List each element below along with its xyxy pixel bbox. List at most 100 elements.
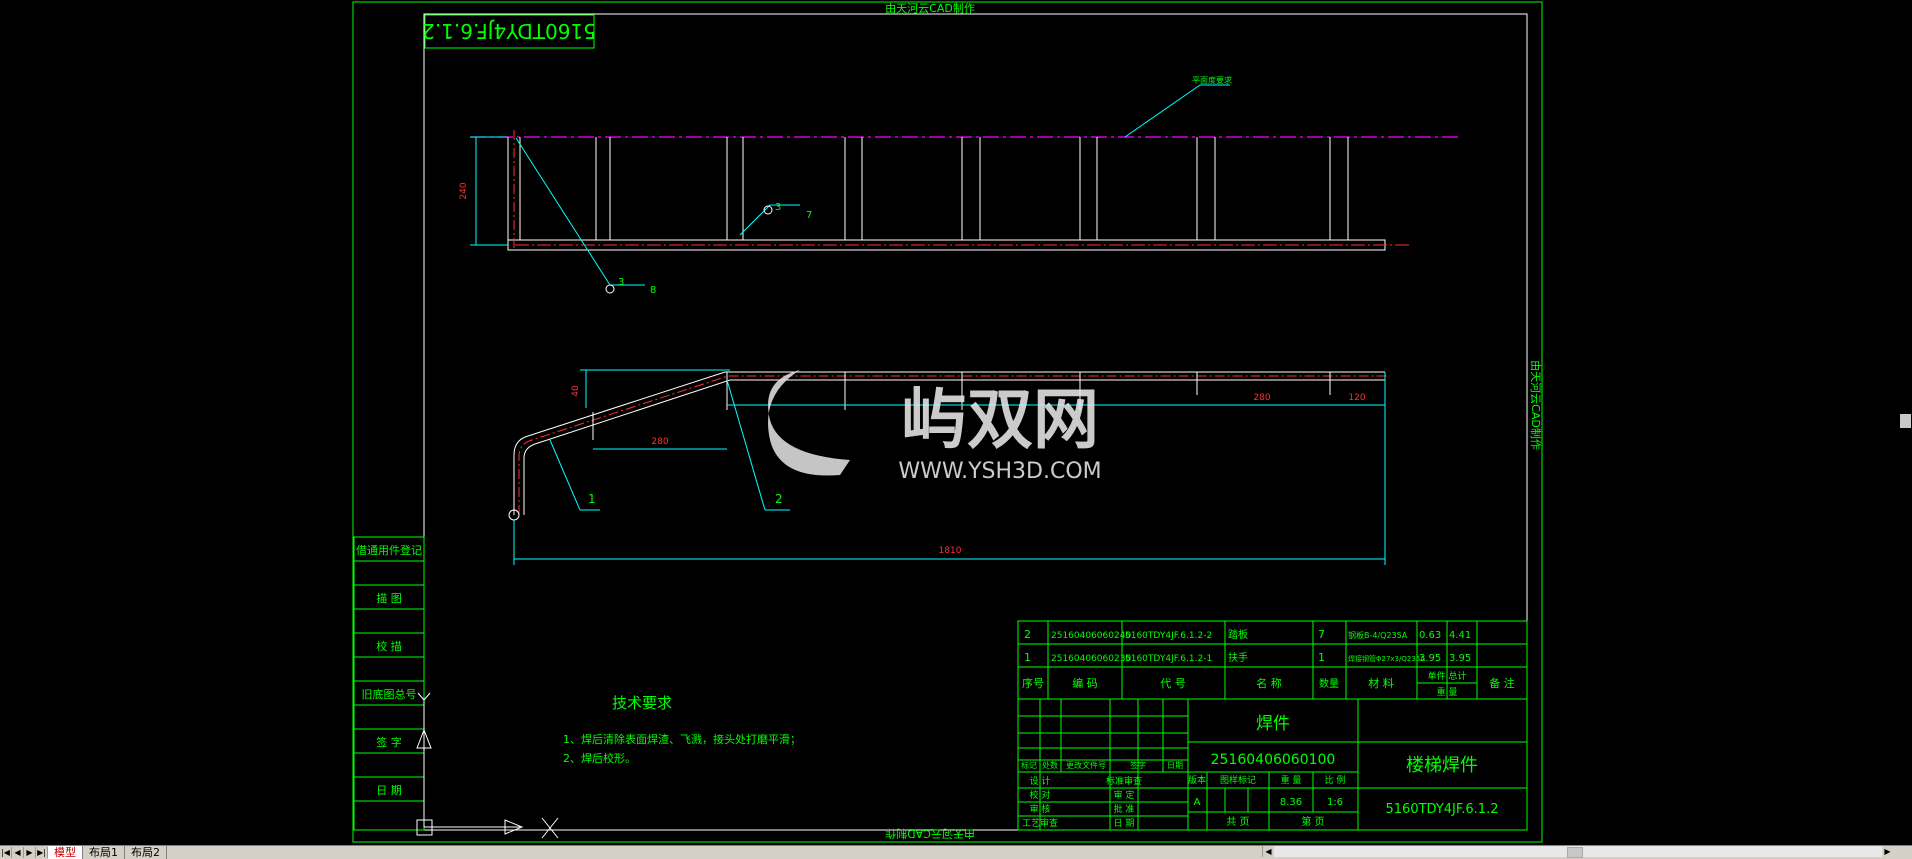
bom-row2-no: 1: [1024, 651, 1031, 664]
weld-a-size: 3: [775, 202, 781, 213]
part-type: 焊件: [1256, 714, 1290, 734]
sig-label-1: 设 计: [1030, 775, 1051, 787]
mirror-code-box: [424, 14, 595, 49]
dim-280-right: 280: [1253, 393, 1270, 403]
bom-row2-code: 25160406060230: [1051, 654, 1131, 664]
vertical-scrollbar[interactable]: [1898, 0, 1912, 845]
change-label-4: 签字: [1130, 760, 1146, 770]
sig-label-right-2: 审 定: [1114, 789, 1135, 801]
balloon-2: 2: [775, 492, 783, 506]
frame-top-title: 由天河云CAD制作: [885, 1, 975, 15]
scroll-right-arrow[interactable]: ▶: [1882, 846, 1893, 857]
sheets-label: 共 页: [1226, 816, 1249, 828]
bom-header-note: 备 注: [1489, 676, 1515, 690]
last-tab-button[interactable]: ▶|: [36, 847, 48, 858]
next-tab-button[interactable]: ▶: [24, 847, 36, 858]
bom-row2-qty: 1: [1318, 651, 1325, 664]
bom-header-no: 序号: [1022, 676, 1044, 690]
change-label-5: 日期: [1167, 761, 1183, 770]
tab-model[interactable]: 模型: [48, 846, 83, 859]
change-label-2: 处数: [1042, 760, 1058, 770]
bom-row2-name: 扶手: [1228, 651, 1248, 664]
mirror-code: 5160TDY4JF.6.1.2: [422, 19, 596, 43]
change-label-1: 标记: [1021, 760, 1037, 770]
left-panel-item-4: 旧底图总号: [362, 687, 417, 701]
sheet-label: 第 页: [1301, 815, 1324, 828]
watermark-brand: 屿双网: [901, 381, 1099, 458]
bom-row2-drawing: 5160TDY4JF.6.1.2-1: [1125, 654, 1212, 664]
sig-label-2: 校 对: [1030, 789, 1051, 801]
left-panel-item-3: 校 描: [376, 639, 402, 653]
outer-frame: [352, 1, 1543, 843]
left-panel-item-2: 描 图: [376, 591, 402, 605]
horizontal-scroll-thumb[interactable]: [1567, 847, 1583, 858]
left-panel-item-5: 签 字: [376, 735, 402, 749]
bom-row1-drawing: 5160TDY4JF.6.1.2-2: [1125, 631, 1212, 641]
weld-b-count: 8: [650, 285, 656, 296]
bom-header-qty: 数量: [1319, 677, 1339, 690]
stage-header-3: 比 例: [1325, 774, 1346, 786]
sig-label-right-3: 批 准: [1114, 803, 1135, 815]
bom-header-weight-top: 单件 总计: [1428, 670, 1467, 682]
bom-row1-code: 25160406060240: [1051, 631, 1131, 641]
bom-row2-material: 焊接钢管Φ27x3/Q235A: [1348, 654, 1425, 663]
bom-row1-no: 2: [1024, 628, 1031, 641]
dim-280-left: 280: [651, 437, 668, 447]
bom-header-code: 编 码: [1072, 676, 1098, 690]
tech-title: 技术要求: [612, 694, 672, 712]
watermark: 屿双网 WWW.YSH3D.COM: [768, 370, 1102, 484]
frame-bottom-title: 由天河云CAD制作: [885, 827, 975, 841]
first-tab-button[interactable]: |◀: [0, 847, 12, 858]
frame-side-title: 由天河云CAD制作: [1529, 360, 1543, 450]
drawing-code: 5160TDY4JF.6.1.2: [1386, 802, 1499, 817]
title-block: [1017, 698, 1528, 831]
tab-layout-1[interactable]: 布局1: [83, 846, 125, 859]
leader-note: 平面度要求: [1192, 75, 1232, 85]
dim-40: 40: [571, 385, 581, 397]
horizontal-scrollbar[interactable]: ◀ ▶: [1262, 846, 1893, 858]
bom-header-drawing: 代 号: [1160, 677, 1186, 690]
scroll-left-arrow[interactable]: ◀: [1263, 846, 1274, 857]
bom-row1-total-weight: 4.41: [1449, 630, 1471, 641]
bom-header-weight-bottom: 重 量: [1437, 686, 1458, 698]
bom-row2-total-weight: 3.95: [1449, 653, 1471, 664]
sig-label-right-1: 标准审查: [1106, 775, 1142, 787]
ucs-icon: [416, 692, 559, 839]
dim-240: 240: [459, 182, 469, 199]
part-code: 25160406060100: [1211, 752, 1336, 768]
part-weight: 8.36: [1280, 797, 1302, 808]
left-panel-item-1: 借通用件登记: [356, 543, 422, 557]
dim-1810: 1810: [939, 546, 962, 556]
weld-b-size: 3: [618, 277, 624, 288]
weld-a-count: 7: [806, 210, 812, 221]
inner-frame: [423, 13, 1528, 831]
change-label-3: 更改文件号: [1066, 760, 1106, 770]
tech-line-1: 1、焊后清除表面焊渣、飞溅，接头处打磨平滑；: [563, 732, 801, 746]
watermark-url: WWW.YSH3D.COM: [898, 459, 1101, 484]
bom-row2-unit-weight: 3.95: [1419, 653, 1441, 664]
part-scale: 1:6: [1327, 797, 1343, 808]
bom-row1-qty: 7: [1318, 628, 1325, 641]
bom-row1-material: 钢板B-4/Q235A: [1348, 630, 1408, 640]
sig-label-right-4: 日 期: [1114, 818, 1135, 829]
vertical-scroll-thumb[interactable]: [1900, 414, 1911, 428]
bom-row1-unit-weight: 0.63: [1419, 630, 1441, 641]
tab-layout-2[interactable]: 布局2: [125, 846, 167, 859]
bom-header-name: 名 称: [1256, 676, 1282, 690]
part-name: 楼梯焊件: [1406, 755, 1478, 776]
prev-tab-button[interactable]: ◀: [12, 847, 24, 858]
sig-label-4: 工艺审查: [1022, 817, 1058, 829]
left-panel: [353, 536, 425, 831]
stage-header-1: 图样标记: [1220, 774, 1256, 786]
bom-header-material: 材 料: [1368, 676, 1394, 690]
stage-header-2: 重 量: [1281, 774, 1302, 786]
left-panel-item-6: 日 期: [376, 784, 402, 797]
dim-120: 120: [1348, 393, 1365, 403]
tech-line-2: 2、焊后校形。: [563, 751, 636, 765]
sig-label-3: 审 核: [1030, 803, 1051, 815]
bom-row1-name: 踏板: [1228, 628, 1248, 641]
stage-prefix: 版本: [1188, 774, 1206, 786]
balloon-1: 1: [588, 492, 596, 506]
stage-label: A: [1194, 797, 1201, 808]
